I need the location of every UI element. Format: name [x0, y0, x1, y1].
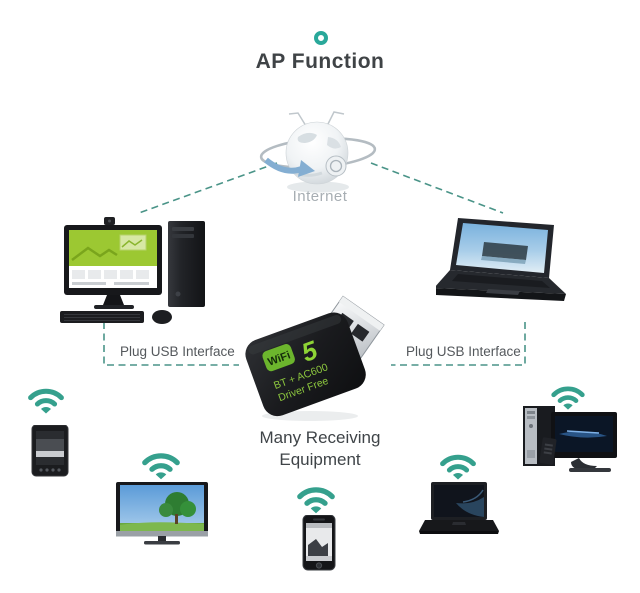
- mouse: [152, 310, 172, 324]
- internet-label: Internet: [292, 188, 348, 205]
- teal-ring-icon: [314, 31, 328, 45]
- internet-globe-icon: [259, 111, 377, 193]
- desktop-computer-illustration: [60, 217, 205, 324]
- wifi-signal-icon: [551, 386, 585, 410]
- page-title: AP Function: [255, 50, 385, 73]
- wifi-signal-icon: [440, 454, 476, 480]
- wifi-signal-icon: [28, 388, 64, 414]
- receiving-line2: Equipment: [279, 450, 361, 470]
- plug-usb-label-right: Plug USB Interface: [406, 344, 521, 359]
- wifi-signal-icon: [142, 453, 180, 480]
- receiving-caption: Many Receiving Equipment: [0, 427, 640, 472]
- smartphone-illustration: [302, 515, 336, 571]
- tv-illustration: [116, 482, 208, 545]
- adapter-body: WiFi 5 BT + AC600 Driver Free: [245, 312, 366, 417]
- pc-tower: [168, 221, 205, 307]
- tablet-illustration: [31, 425, 69, 477]
- desktop-computer-illustration: [523, 406, 617, 472]
- wifi-signal-icon: [297, 487, 335, 514]
- laptop-illustration: [436, 218, 566, 301]
- wifi-badge: [262, 344, 295, 372]
- laptop-illustration: [419, 482, 499, 534]
- usb-wifi-adapter-illustration: WiFi 5 BT + AC600 Driver Free: [245, 295, 385, 421]
- receiving-line1: Many Receiving: [259, 428, 381, 447]
- plug-usb-label-left: Plug USB Interface: [120, 344, 235, 359]
